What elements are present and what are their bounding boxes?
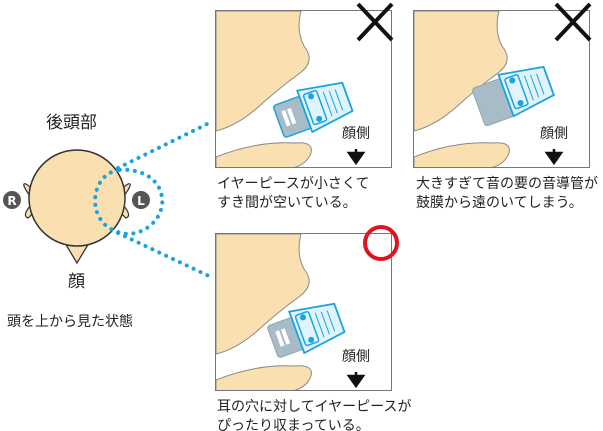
caption-line: ぴったり収まっている。 bbox=[217, 418, 370, 431]
face-side-label: 顔側 bbox=[342, 126, 370, 142]
callout-line-bottom bbox=[116, 231, 213, 279]
panel-caption: イヤーピースが小さくて すき間が空いている。 bbox=[217, 175, 369, 213]
cross-mark-icon bbox=[356, 2, 394, 42]
down-arrow-icon bbox=[544, 149, 564, 166]
down-arrow-icon bbox=[346, 149, 366, 166]
left-badge-bg bbox=[132, 191, 150, 209]
caption-line: すき間が空いている。 bbox=[217, 195, 357, 211]
panel-too-large: 顔側 bbox=[413, 10, 590, 168]
face-side-label: 顔側 bbox=[540, 126, 568, 142]
earpiece bbox=[267, 302, 346, 358]
head-caption: 頭を上から見た状態 bbox=[7, 314, 133, 330]
caption-line: 耳の穴に対してイヤーピースが bbox=[217, 399, 412, 415]
back-of-head-label: 後頭部 bbox=[46, 113, 97, 133]
right-badge: R bbox=[7, 194, 16, 208]
ear-illustration bbox=[216, 11, 366, 167]
ear-illustration bbox=[414, 11, 564, 167]
panel-good-fit: 顔側 bbox=[215, 233, 392, 391]
zoom-callout bbox=[93, 122, 213, 279]
face-label: 顔 bbox=[68, 272, 85, 292]
head-circle bbox=[28, 149, 126, 247]
cross-mark-icon bbox=[554, 2, 592, 42]
panel-caption: 耳の穴に対してイヤーピースが ぴったり収まっている。 bbox=[217, 398, 411, 431]
down-arrow-icon bbox=[346, 372, 366, 389]
face-side-label: 顔側 bbox=[342, 349, 370, 365]
left-badge: L bbox=[137, 194, 145, 208]
ear-illustration bbox=[216, 234, 366, 390]
caption-line: 大きすぎて音の要の音導管が bbox=[416, 176, 598, 192]
caption-line: 鼓膜から遠のいてしまう。 bbox=[416, 195, 583, 211]
right-badge-bg bbox=[3, 191, 21, 209]
caption-line: イヤーピースが小さくて bbox=[217, 176, 370, 192]
callout-line-top bbox=[116, 122, 209, 170]
ear-highlight-ellipse bbox=[93, 167, 165, 236]
earpiece bbox=[472, 65, 555, 127]
circle-mark-icon bbox=[363, 225, 399, 261]
earpiece bbox=[273, 81, 354, 138]
panel-caption: 大きすぎて音の要の音導管が 鼓膜から遠のいてしまう。 bbox=[416, 175, 598, 213]
